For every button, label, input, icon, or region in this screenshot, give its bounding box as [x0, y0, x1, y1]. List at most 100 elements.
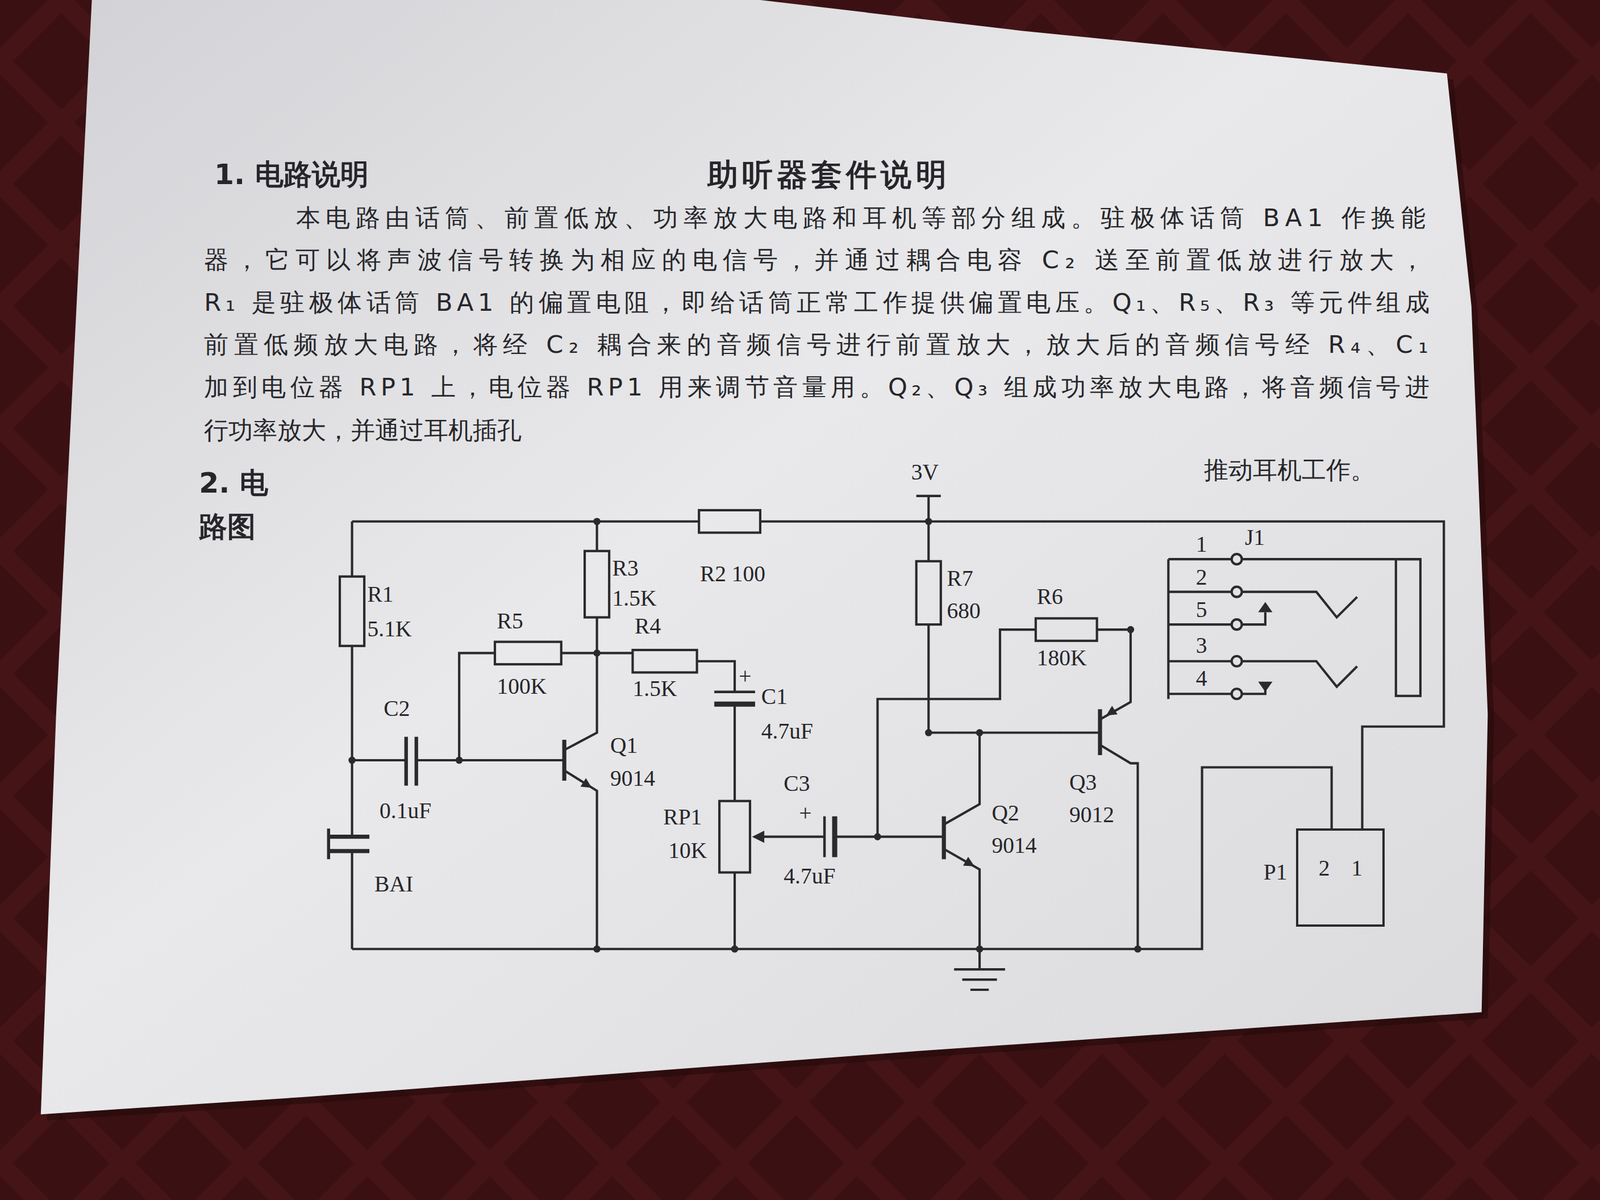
- body-text: 本电路由话筒、前置低放、功率放大电路和耳机等部分组成。驻极体话筒 BA1 作换能: [296, 203, 1431, 233]
- body-text: 前置低频放大电路，将经 C₂ 耦合来的音频信号进行前置放大，放大后的音频信号经 …: [203, 330, 1434, 360]
- part-name: BAI: [374, 873, 414, 897]
- pin-number: 2: [1318, 857, 1331, 881]
- part-value: 10K: [668, 839, 707, 863]
- part-name: RP1: [663, 806, 702, 829]
- part-name: C3: [783, 772, 810, 796]
- jack-pin: [1231, 688, 1243, 699]
- resistor-symbol: [1035, 618, 1098, 641]
- junction-dot: [925, 728, 933, 737]
- part-value: 4.7uF: [761, 720, 814, 744]
- wiper-arrow: [752, 830, 765, 844]
- capacitor-symbol: [714, 690, 756, 693]
- part-name: R4: [634, 615, 661, 639]
- part-name: C2: [383, 697, 410, 721]
- part-name: Q1: [610, 734, 638, 758]
- part-name: C1: [761, 685, 788, 709]
- capacitor-symbol: [832, 816, 838, 858]
- junction-dot: [593, 945, 601, 953]
- body-text: 器，它可以将声波信号转换为相应的电信号，并通过耦合电容 C₂ 送至前置低放进行放…: [203, 246, 1431, 275]
- junction-dot: [873, 832, 882, 841]
- junction-dot: [1134, 945, 1142, 953]
- ground-wire: [352, 767, 1332, 950]
- junction-dot: [593, 649, 601, 657]
- pin-number: 1: [1196, 533, 1208, 557]
- resistor-symbol: [584, 551, 610, 618]
- connector-box: P121: [1296, 828, 1385, 927]
- arrows-and-dots: [348, 517, 1273, 953]
- q1-wire: [564, 521, 597, 949]
- power-amp-wire: [760, 629, 1138, 949]
- part-name: R2: [700, 563, 727, 586]
- part-value: 100: [731, 563, 766, 586]
- part-name: R6: [1036, 585, 1064, 609]
- jack-pin: [1231, 656, 1243, 667]
- junction-dot: [593, 517, 601, 525]
- supply-terminal: [916, 496, 941, 522]
- jack-contact-arrow: [1257, 602, 1273, 613]
- part-value: 1.5K: [632, 677, 678, 701]
- wires: [339, 496, 1444, 990]
- jack-pin-wire: [1168, 559, 1232, 699]
- junction-dot: [1127, 626, 1135, 634]
- emitter-arrow: [1106, 705, 1118, 716]
- capacitor-symbol: [714, 701, 756, 707]
- section-heading: 2. 电: [198, 466, 269, 500]
- q2-wire: [928, 521, 1100, 949]
- pin-number: 3: [1196, 634, 1208, 658]
- transistor-base: [564, 709, 1100, 860]
- preamp-wire: [352, 652, 735, 949]
- junction-dot: [731, 945, 739, 953]
- capacitor-symbol: [823, 816, 826, 858]
- section-heading: 1. 电路说明: [214, 157, 369, 191]
- part-value: 4.7uF: [783, 865, 836, 889]
- part-value: 9014: [992, 834, 1037, 858]
- part-value: 0.1uF: [379, 800, 432, 823]
- pin-number: 1: [1351, 857, 1363, 881]
- junction-dot: [348, 756, 356, 765]
- polarity-mark: +: [798, 802, 812, 825]
- part-value: 180K: [1036, 647, 1087, 670]
- page-title: 助听器套件说明: [707, 157, 951, 193]
- part-name: J1: [1244, 526, 1265, 550]
- supply-label: 3V: [911, 461, 939, 485]
- part-name: P1: [1263, 861, 1288, 885]
- pin-number: 4: [1196, 667, 1208, 691]
- pin-number: 2: [1196, 566, 1208, 590]
- polarity-mark: +: [738, 665, 752, 689]
- part-name: R7: [947, 567, 974, 591]
- part-name: R3: [612, 557, 639, 581]
- jack-pin: [1231, 553, 1243, 565]
- resistor-symbol: [698, 510, 761, 533]
- body-text: 推动耳机工作。: [1203, 456, 1375, 485]
- part-value: 100K: [497, 675, 548, 699]
- part-name: Q2: [992, 802, 1020, 825]
- jack-pin: [1231, 586, 1243, 598]
- jack-pin: [1231, 619, 1243, 630]
- resistor-symbol: [339, 576, 365, 647]
- resistor-symbol: [494, 642, 562, 665]
- body-text: 加到电位器 RP1 上，电位器 RP1 用来调节音量用。Q₂、Q₃ 组成功率放大…: [203, 373, 1434, 402]
- jack-body: [1396, 559, 1421, 697]
- junction-dot: [455, 756, 464, 765]
- part-value: 5.1K: [367, 618, 412, 641]
- part-name: R1: [367, 583, 394, 607]
- jack-contact: [1242, 559, 1421, 694]
- emitter-arrow: [963, 856, 975, 867]
- rail-wire: [352, 521, 1445, 949]
- part-value: 9014: [610, 767, 656, 791]
- capacitor-symbol: [406, 736, 417, 786]
- microphone-symbol: [327, 828, 331, 860]
- resistor-symbol: [632, 650, 697, 673]
- ground-symbol: [953, 948, 1006, 990]
- body-text: 行功率放大，并通过耳机插孔: [203, 416, 522, 445]
- emitter-arrow: [580, 777, 593, 788]
- resistor-symbol: [916, 561, 941, 625]
- jack-contact-arrow: [1257, 681, 1273, 693]
- junction-dot: [925, 517, 933, 525]
- pin-number: 5: [1196, 598, 1208, 622]
- potentiometer-symbol: [719, 801, 750, 873]
- section-heading: 路图: [198, 510, 256, 544]
- part-value: 1.5K: [612, 587, 657, 611]
